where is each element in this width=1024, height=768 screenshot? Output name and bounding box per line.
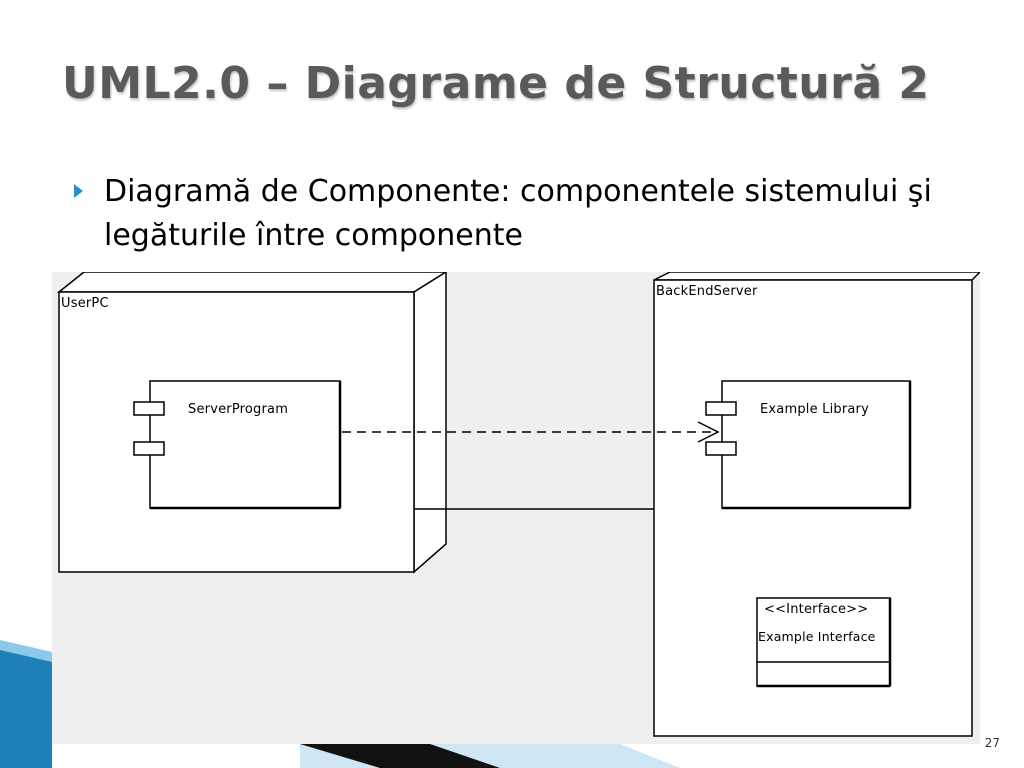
bullet-description: componentele sistemului şi legăturile în…	[104, 174, 932, 253]
diagram-canvas	[56, 272, 980, 737]
bullet-text-block: Diagramă de Componente: componentele sis…	[104, 170, 964, 258]
node-label-backendserver: BackEndServer	[656, 284, 758, 299]
component-label-serverprogram: ServerProgram	[188, 402, 289, 417]
interface-stereotype: <<Interface>>	[764, 602, 869, 617]
interface-name: Example Interface	[758, 629, 876, 644]
page-number: 27	[984, 736, 1000, 750]
slide-title: UML2.0 – Diagrame de Structură 2	[62, 58, 930, 109]
component-label-examplelibrary: Example Library	[760, 402, 869, 417]
dependency-arrow	[342, 421, 720, 443]
bullet-term: Diagramă de Componente:	[104, 174, 511, 209]
node-label-userpc: UserPC	[61, 296, 109, 311]
interface-box	[756, 597, 892, 688]
component-serverprogram	[133, 380, 342, 510]
component-diagram: UserPC BackEndServer ServerProgram Examp…	[52, 272, 980, 744]
component-examplelibrary	[705, 380, 912, 510]
bullet-arrow-icon	[74, 184, 83, 198]
